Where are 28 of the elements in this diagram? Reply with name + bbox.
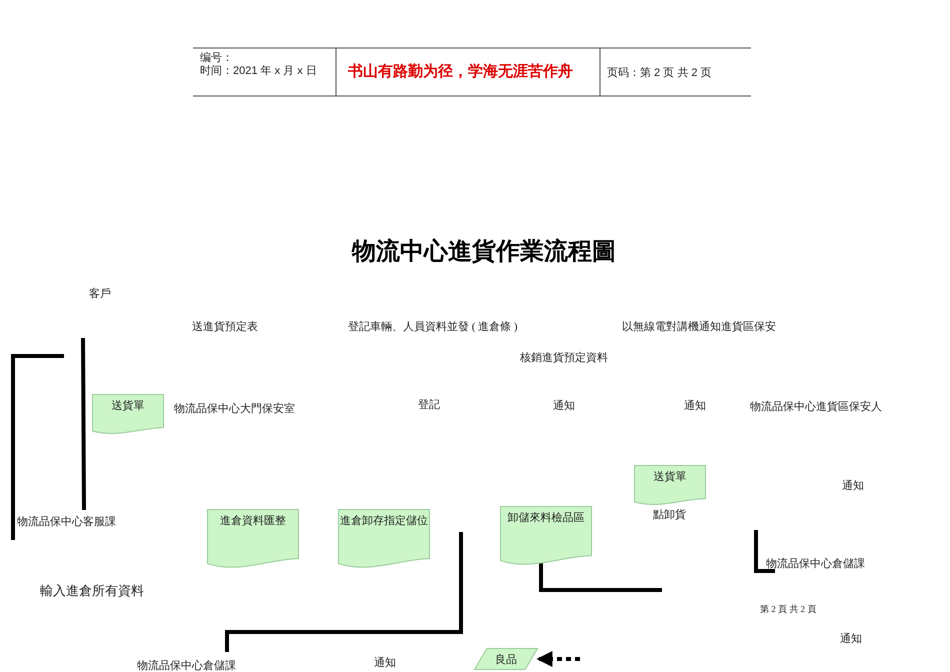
lane-label: 客戶 xyxy=(89,288,111,302)
document-shape: 送貨單 xyxy=(92,394,164,436)
step-label: 通知 xyxy=(374,657,396,670)
step-label: 登記車輛、人員資料並發 ( 進倉條 ) xyxy=(348,321,518,334)
step-label: 核銷進貨預定資料 xyxy=(520,352,608,366)
step-label: 以無線電對講機通知進貨區保安 xyxy=(622,321,776,334)
document-shape: 送貨單 xyxy=(634,465,706,507)
step-label: 通知 xyxy=(840,633,862,646)
header-label: 编号： xyxy=(200,51,233,65)
page-number: 第 2 頁 共 2 頁 xyxy=(760,604,816,615)
step-label: 送進貨預定表 xyxy=(192,321,258,334)
step-label: 登記 xyxy=(418,399,440,412)
data-shape: 良品 xyxy=(474,648,538,670)
step-label: 通知 xyxy=(684,400,706,414)
arrow xyxy=(536,651,580,667)
diagram-title: 物流中心進貨作業流程圖 xyxy=(352,238,616,267)
page-number: 页码：第 2 页 共 2 页 xyxy=(607,66,712,80)
header-motto: 书山有路勤为径，学海无涯苦作舟 xyxy=(348,63,573,81)
lane-label: 物流品保中心大門保安室 xyxy=(174,403,295,416)
header-date: 时间：2021 年 x 月 x 日 xyxy=(200,64,317,78)
lane-label: 物流品保中心進貨區保安人 xyxy=(750,401,882,414)
lane-label: 物流品保中心倉儲課 xyxy=(137,660,236,672)
lane-label: 物流品保中心倉儲課 xyxy=(766,558,865,572)
lane-label: 物流品保中心客服課 xyxy=(17,516,116,530)
step-label: 通知 xyxy=(553,400,575,414)
step-label: 通知 xyxy=(842,480,864,494)
step-label: 輸入進倉所有資料 xyxy=(40,583,144,599)
step-label: 點卸貨 xyxy=(653,509,686,522)
